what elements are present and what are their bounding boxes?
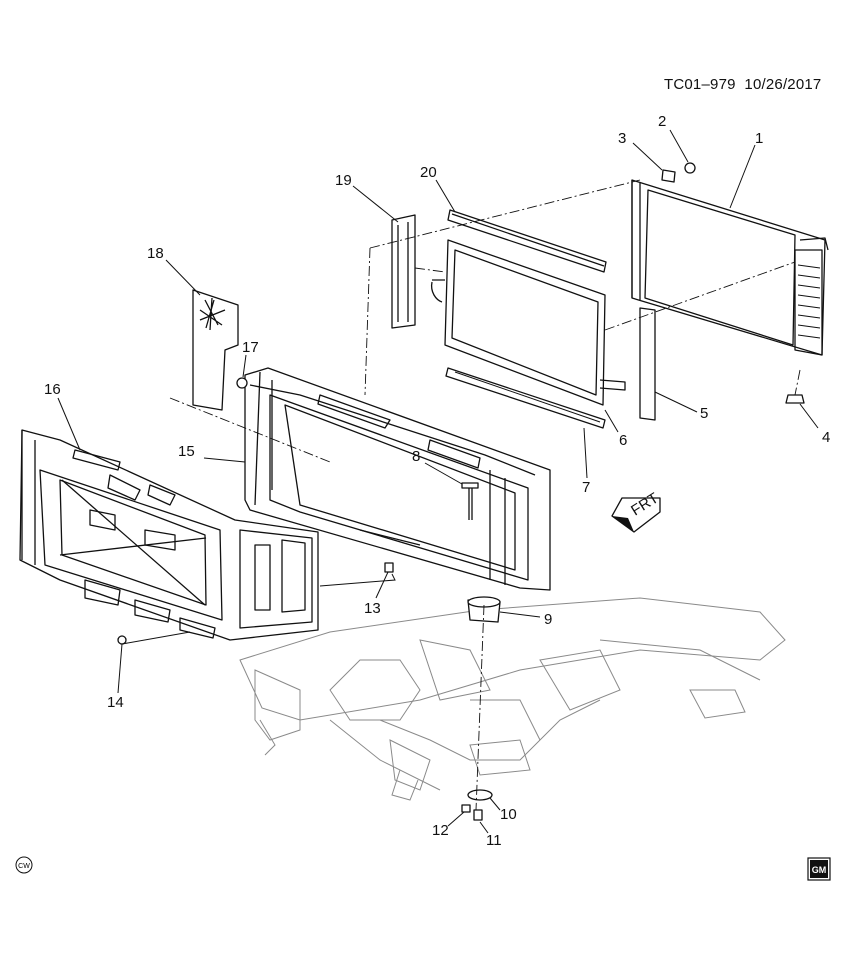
callout-10: 10 xyxy=(500,806,517,823)
callout-2: 2 xyxy=(658,113,666,130)
diagram-header: TC01–979 10/26/2017 xyxy=(664,76,821,93)
callout-3: 3 xyxy=(618,130,626,147)
callout-14: 14 xyxy=(107,694,124,711)
fasteners-2-3 xyxy=(661,162,696,183)
side-baffle xyxy=(391,214,416,329)
lower-insulator xyxy=(785,394,805,404)
callout-20: 20 xyxy=(420,164,437,181)
front-support-frame xyxy=(19,429,319,641)
bolt-8 xyxy=(461,482,479,520)
callout-1: 1 xyxy=(755,130,763,147)
lower-mount-parts xyxy=(461,789,493,821)
condenser xyxy=(430,239,626,406)
callout-labels: 1 2 3 4 5 6 7 8 9 10 11 12 13 14 15 16 1… xyxy=(44,113,830,849)
cw-badge-icon: CW xyxy=(15,856,33,874)
air-deflector xyxy=(192,289,239,411)
nut-17 xyxy=(236,377,248,389)
diagram-date: 10/26/2017 xyxy=(744,76,822,93)
callout-5: 5 xyxy=(700,405,708,422)
callout-16: 16 xyxy=(44,381,61,398)
callout-6: 6 xyxy=(619,432,627,449)
callout-15: 15 xyxy=(178,443,195,460)
gm-logo-icon: GM xyxy=(807,857,831,881)
radiator-support xyxy=(244,367,551,591)
callout-13: 13 xyxy=(364,600,381,617)
callout-9: 9 xyxy=(544,611,552,628)
lower-seal xyxy=(445,367,606,429)
callout-17: 17 xyxy=(242,339,259,356)
callout-12: 12 xyxy=(432,822,449,839)
assembly-lines xyxy=(169,179,801,811)
callout-7: 7 xyxy=(582,479,590,496)
callout-18: 18 xyxy=(147,245,164,262)
callout-4: 4 xyxy=(822,429,830,446)
gm-logo-label: GM xyxy=(812,865,827,875)
callout-19: 19 xyxy=(335,172,352,189)
vehicle-frame xyxy=(239,597,786,801)
callout-8: 8 xyxy=(412,448,420,465)
leader-lines xyxy=(57,129,819,834)
diagram-code: TC01–979 xyxy=(664,76,736,93)
front-arrow-icon: FRT xyxy=(611,490,662,533)
radiator xyxy=(631,179,829,356)
callout-11: 11 xyxy=(486,832,502,849)
radiator-side-baffle xyxy=(639,307,656,421)
cw-badge-label: CW xyxy=(18,863,30,870)
upper-seal xyxy=(447,209,607,273)
